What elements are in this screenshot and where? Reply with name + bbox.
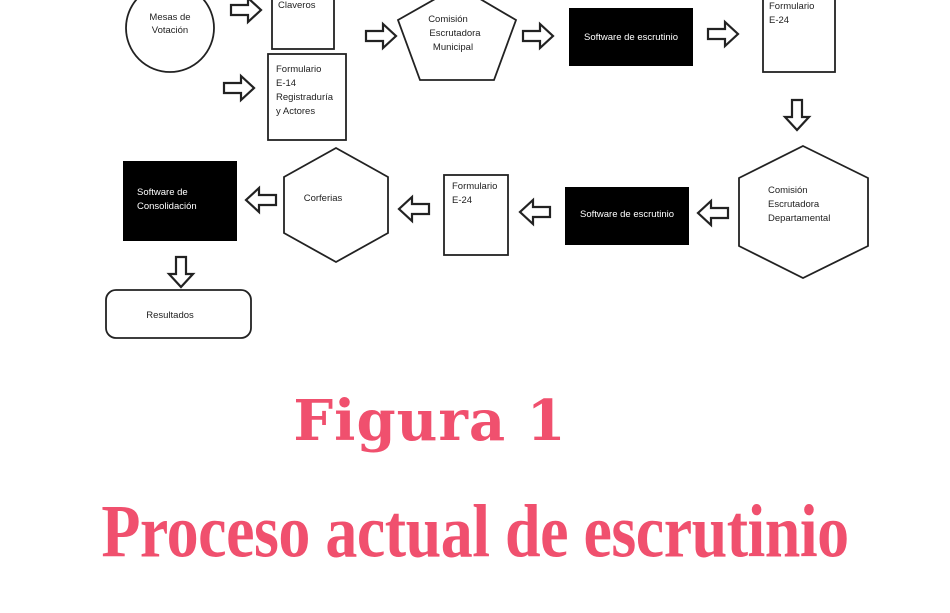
arrow-mesas-to-e14: [222, 74, 256, 102]
arrow-to-software-escrutinio-2: [696, 199, 730, 227]
arrow-to-comision-departamental: [783, 98, 811, 132]
arrow-to-software-escrutinio-1: [521, 22, 555, 50]
svg-text:Software de escrutinio: Software de escrutinio: [580, 209, 674, 220]
node-resultados: Resultados: [105, 289, 252, 339]
arrow-mesas-to-claveros: [229, 0, 263, 24]
arrow-to-corferias: [397, 195, 431, 223]
svg-text:Corferias: Corferias: [304, 193, 343, 204]
arrow-to-e24-top: [706, 20, 740, 48]
arrow-to-comision-municipal: [364, 22, 398, 50]
svg-text:Resultados: Resultados: [146, 310, 194, 321]
node-software-escrutinio-1: Software de escrutinio: [569, 8, 693, 66]
svg-text:Software de escrutinio: Software de escrutinio: [584, 32, 678, 43]
node-claveros: Claveros: [271, 0, 335, 50]
figure-number: Figura 1: [293, 388, 567, 454]
node-corferias: Corferias: [283, 146, 389, 264]
arrow-to-software-consolidacion: [244, 186, 278, 214]
node-software-escrutinio-2: Software de escrutinio: [565, 187, 689, 245]
arrow-to-resultados: [167, 255, 195, 289]
arrow-to-e24-bottom: [518, 198, 552, 226]
figure-title: Proceso actual de escrutinio: [101, 489, 849, 573]
svg-text:Claveros: Claveros: [278, 0, 316, 11]
